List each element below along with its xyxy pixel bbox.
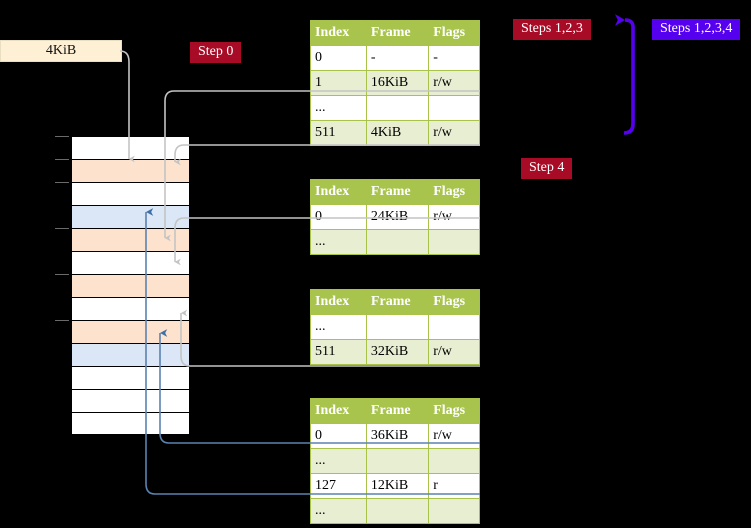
memory-frame-row	[71, 389, 190, 412]
cell-index: ...	[310, 448, 367, 474]
cell-index: ...	[310, 95, 367, 121]
cell-flags: r/w	[428, 120, 480, 146]
memory-frame-row	[71, 297, 190, 320]
cell-frame	[365, 498, 430, 524]
column-header-frame: Frame	[365, 20, 430, 46]
column-header-flags: Flags	[428, 179, 480, 205]
memory-frame-row	[71, 274, 190, 297]
step-4-label: Step 4	[521, 158, 573, 179]
table-row: ...	[310, 229, 480, 255]
cell-flags: r/w	[428, 339, 480, 365]
step-0-label: Step 0	[190, 42, 242, 63]
memory-frame-row	[71, 136, 190, 159]
cell-frame: 36KiB	[365, 423, 430, 449]
cell-frame	[365, 229, 430, 255]
cell-flags: r	[428, 473, 480, 499]
memory-frame-row	[71, 228, 190, 251]
steps-1234-bracket-arrow	[614, 14, 635, 135]
cell-index: 511	[310, 120, 367, 146]
cell-index: ...	[310, 314, 367, 340]
steps-123-label: Steps 1,2,3	[513, 19, 591, 40]
cell-index: 127	[310, 473, 367, 499]
memory-row-tick	[55, 228, 69, 229]
memory-row-tick	[55, 274, 69, 275]
cell-index: 0	[310, 204, 367, 230]
cell-frame: 12KiB	[365, 473, 430, 499]
memory-frame-row	[71, 182, 190, 205]
cell-index: 1	[310, 70, 367, 96]
cell-frame: -	[365, 45, 430, 71]
memory-frame-row	[71, 366, 190, 389]
memory-row-tick	[55, 136, 69, 137]
cell-index: 0	[310, 45, 367, 71]
memory-row-tick	[55, 159, 69, 160]
cell-flags: -	[428, 45, 480, 71]
table-row: ...	[310, 448, 480, 474]
column-header-flags: Flags	[428, 20, 480, 46]
memory-frame-row	[71, 251, 190, 274]
column-header-index: Index	[310, 179, 367, 205]
column-header-flags: Flags	[428, 398, 480, 424]
connector-memory-to-t1	[174, 144, 480, 166]
physical-memory-column	[55, 136, 190, 435]
table-row: ...	[310, 498, 480, 524]
column-header-index: Index	[310, 20, 367, 46]
cell-frame	[365, 448, 430, 474]
memory-frame-row	[71, 412, 190, 435]
cell-flags	[428, 498, 480, 524]
cell-flags: r/w	[428, 423, 480, 449]
cell-flags: r/w	[428, 204, 480, 230]
column-header-frame: Frame	[365, 289, 430, 315]
column-header-index: Index	[310, 398, 367, 424]
cell-frame: 16KiB	[365, 70, 430, 96]
size-label-box: 4KiB	[0, 40, 122, 62]
cell-frame: 4KiB	[365, 120, 430, 146]
column-header-frame: Frame	[365, 179, 430, 205]
table-row: ...	[310, 95, 480, 121]
cell-flags	[428, 448, 480, 474]
table-row: ...	[310, 314, 480, 340]
column-header-flags: Flags	[428, 289, 480, 315]
memory-frame-row	[71, 205, 190, 228]
memory-row-tick	[55, 320, 69, 321]
cell-frame: 24KiB	[365, 204, 430, 230]
cell-flags	[428, 229, 480, 255]
column-header-index: Index	[310, 289, 367, 315]
cell-index: 511	[310, 339, 367, 365]
cell-index: ...	[310, 229, 367, 255]
memory-frame-row	[71, 320, 190, 343]
memory-frame-row	[71, 343, 190, 366]
cell-flags: r/w	[428, 70, 480, 96]
cell-flags	[428, 314, 480, 340]
cell-index: ...	[310, 498, 367, 524]
cell-frame	[365, 95, 430, 121]
memory-frame-row	[71, 159, 190, 182]
steps-1234-label: Steps 1,2,3,4	[652, 19, 741, 40]
cell-flags	[428, 95, 480, 121]
column-header-frame: Frame	[365, 398, 430, 424]
table-row: 0--	[310, 45, 480, 71]
cell-index: 0	[310, 423, 367, 449]
cell-frame: 32KiB	[365, 339, 430, 365]
cell-frame	[365, 314, 430, 340]
memory-row-tick	[55, 182, 69, 183]
